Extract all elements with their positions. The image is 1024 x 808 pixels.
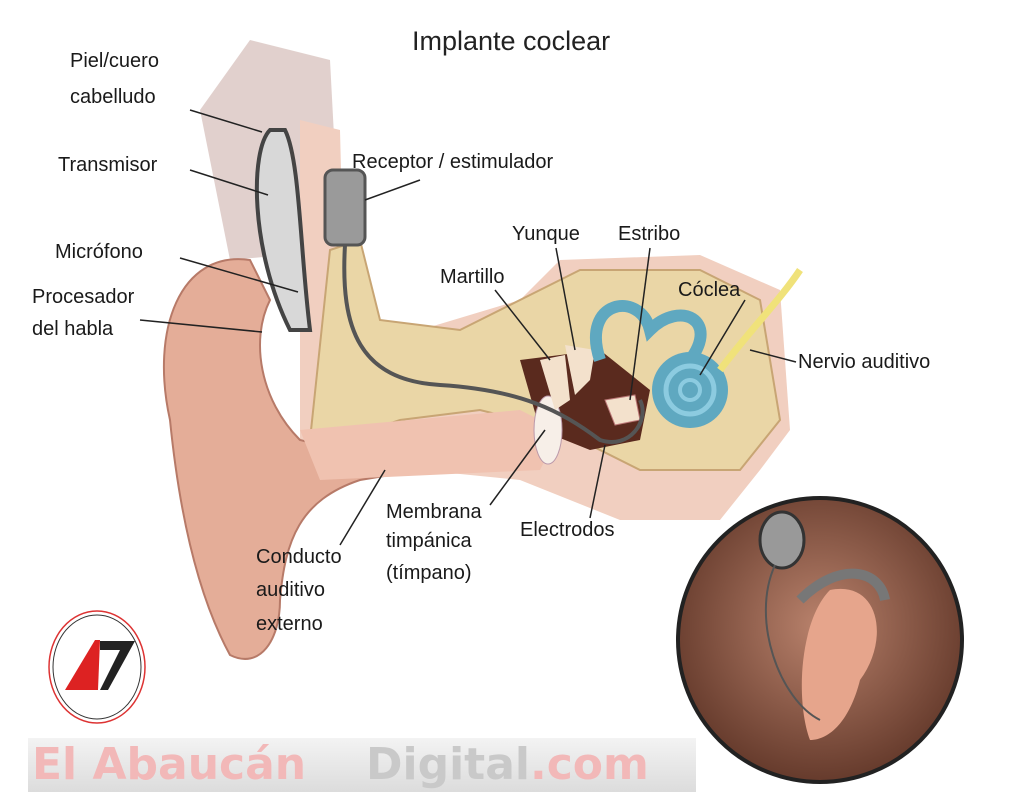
label-canal-2: auditivo xyxy=(256,579,325,601)
inset-transmitter xyxy=(758,510,806,570)
label-cochlea: Cóclea xyxy=(678,279,741,301)
auditory-nerve xyxy=(717,268,803,373)
ear-canal xyxy=(300,410,560,480)
outer-ear xyxy=(162,258,421,660)
label-membrane-2: timpánica xyxy=(386,530,472,552)
label-receiver: Receptor / estimulador xyxy=(352,151,554,173)
label-skin-2: cabelludo xyxy=(70,86,156,108)
semicircular-canals xyxy=(589,300,707,364)
label-stapes: Estribo xyxy=(618,223,681,245)
speech-processor xyxy=(254,128,313,332)
electrode-lead xyxy=(342,244,645,444)
incus xyxy=(565,345,595,395)
label-microphone: Micrófono xyxy=(55,241,143,263)
cochlea xyxy=(652,352,728,428)
malleus xyxy=(540,355,570,410)
label-membrane: Membrana xyxy=(386,501,482,523)
inset-ear xyxy=(801,588,877,740)
label-transmitter: Transmisor xyxy=(58,154,158,176)
inset-processor xyxy=(796,568,890,604)
watermark-domain: .com xyxy=(530,739,649,790)
label-processor-2: del habla xyxy=(32,318,114,340)
label-skin: Piel/cuero xyxy=(70,50,159,72)
label-auditory-nerve: Nervio auditivo xyxy=(798,351,931,373)
label-canal-3: externo xyxy=(256,613,323,635)
label-membrane-3: (tímpano) xyxy=(386,562,472,584)
leader-lines xyxy=(139,109,797,546)
watermark-part-2: Digital.com xyxy=(362,738,696,792)
watermark-digital: Digital xyxy=(366,739,530,790)
label-malleus: Martillo xyxy=(440,266,505,288)
label-canal: Conducto xyxy=(256,546,342,568)
diagram-title: Implante coclear xyxy=(412,26,611,56)
cochlea-spiral-inner xyxy=(678,378,702,402)
cochlea-spiral xyxy=(663,363,717,417)
site-logo xyxy=(48,610,146,724)
inset-cable xyxy=(764,564,821,721)
label-electrodes: Electrodos xyxy=(520,519,615,541)
label-incus: Yunque xyxy=(512,223,580,245)
watermark-part-1: El Abaucán xyxy=(28,738,362,792)
receiver-stimulator xyxy=(323,168,367,247)
label-processor: Procesador xyxy=(32,286,135,308)
